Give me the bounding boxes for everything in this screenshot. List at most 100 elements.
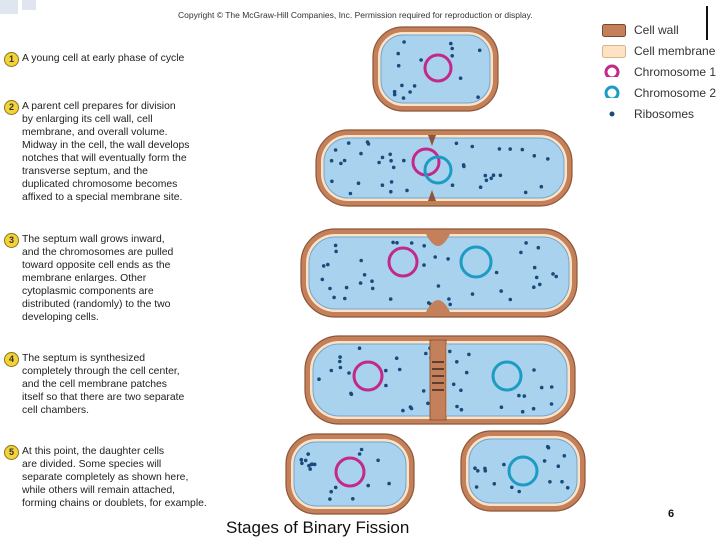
- ribosome: [351, 497, 355, 501]
- ribosome: [477, 48, 482, 53]
- ribosome: [422, 263, 426, 267]
- ribosome: [332, 295, 336, 300]
- decorative-square: [0, 0, 18, 14]
- ribosome: [389, 158, 393, 163]
- ribosome: [424, 351, 428, 356]
- ribosome: [539, 385, 544, 390]
- ribosome: [395, 241, 399, 245]
- cytoplasm: [468, 438, 578, 504]
- chromosome-2: [459, 245, 493, 279]
- chromosome-1-ring-icon: [604, 64, 620, 77]
- legend-item-chromosome-2: Chromosome 2: [600, 85, 720, 103]
- ribosome: [517, 393, 521, 398]
- ribosome: [401, 96, 406, 100]
- legend-item-cell-wall: Cell wall: [600, 22, 720, 40]
- ribosome: [455, 360, 459, 364]
- ribosome: [498, 173, 503, 178]
- legend-item-cell-membrane: Cell membrane: [600, 43, 720, 61]
- ribosome: [470, 292, 475, 296]
- ribosome: [309, 462, 314, 467]
- chromosome-1: [334, 456, 366, 488]
- ribosome: [329, 368, 334, 373]
- ribosome: [455, 404, 459, 409]
- ribosome: [546, 157, 550, 161]
- ribosome: [459, 388, 463, 393]
- ribosome: [321, 264, 326, 268]
- ribosome: [392, 89, 397, 94]
- ribosome: [359, 447, 364, 452]
- ribosome: [357, 346, 362, 351]
- ribosome: [448, 302, 453, 307]
- ribosome: [494, 270, 499, 275]
- ribosome: [396, 51, 401, 56]
- ribosome: [454, 141, 459, 146]
- ribosome: [329, 489, 334, 494]
- ribosome: [380, 183, 385, 187]
- ribosome: [508, 147, 512, 151]
- ribosome: [377, 160, 381, 165]
- ribosome: [464, 370, 469, 375]
- ribosome: [338, 365, 343, 370]
- ribosome: [347, 371, 351, 375]
- ribosome: [549, 385, 554, 389]
- legend-label: Ribosomes: [634, 107, 695, 121]
- ribosome: [380, 155, 385, 160]
- step-description: The septum is synthesized completely thr…: [22, 353, 185, 416]
- cytoplasm: [308, 236, 570, 310]
- ribosome: [349, 391, 353, 396]
- ribosome: [312, 462, 317, 467]
- ribosome: [370, 286, 375, 291]
- ribosome: [366, 483, 371, 488]
- ribosome: [519, 250, 523, 255]
- page-number: 6: [668, 508, 675, 520]
- step-number-badge: 1: [4, 52, 19, 67]
- ribosome: [458, 76, 463, 80]
- chromosome-2: [507, 455, 539, 487]
- ribosome: [483, 466, 487, 471]
- ribosome: [556, 464, 561, 469]
- decorative-square: [22, 0, 36, 10]
- ribosome: [408, 405, 413, 409]
- ribosome: [539, 184, 544, 189]
- ribosome: [334, 249, 338, 254]
- chromosome-1: [387, 246, 419, 278]
- ribosome: [491, 173, 496, 177]
- ribosome: [517, 489, 521, 494]
- ribosome: [338, 355, 342, 359]
- ribosome: [317, 377, 321, 382]
- legend-label: Chromosome 2: [634, 86, 717, 100]
- legend-label: Chromosome 1: [634, 65, 717, 79]
- ribosome: [489, 176, 494, 181]
- ribosome: [450, 46, 455, 51]
- ribosome: [523, 190, 528, 195]
- ribosome: [531, 406, 536, 411]
- ribosome: [388, 297, 393, 301]
- cytoplasm: [323, 137, 565, 199]
- ribosome: [412, 84, 417, 88]
- step-number-badge: 3: [4, 233, 19, 248]
- cell-stage-1: [372, 26, 499, 112]
- ribosome: [400, 83, 404, 88]
- ribosome: [549, 402, 554, 406]
- ribosome: [333, 485, 338, 490]
- ribosome: [409, 241, 414, 245]
- ribosome: [436, 284, 441, 288]
- step-description: The septum wall grows inward, and the ch…: [22, 234, 174, 323]
- ribosome: [328, 497, 332, 501]
- ribosome: [510, 485, 514, 490]
- ribosome: [478, 185, 483, 189]
- legend-label: Cell wall: [634, 23, 679, 37]
- ribosome: [384, 383, 388, 388]
- ribosome: [433, 255, 438, 259]
- ribosome: [359, 258, 364, 263]
- ribosome: [499, 405, 504, 410]
- chromosome-2: [491, 360, 523, 392]
- ribosome: [449, 41, 453, 46]
- ribosome: [396, 63, 401, 68]
- ribosome: [348, 191, 353, 196]
- ribosome: [330, 179, 334, 184]
- ribosome: [339, 161, 343, 166]
- daughter-cell-1: [285, 433, 415, 515]
- ribosome: [391, 165, 396, 170]
- ribosome: [333, 148, 338, 152]
